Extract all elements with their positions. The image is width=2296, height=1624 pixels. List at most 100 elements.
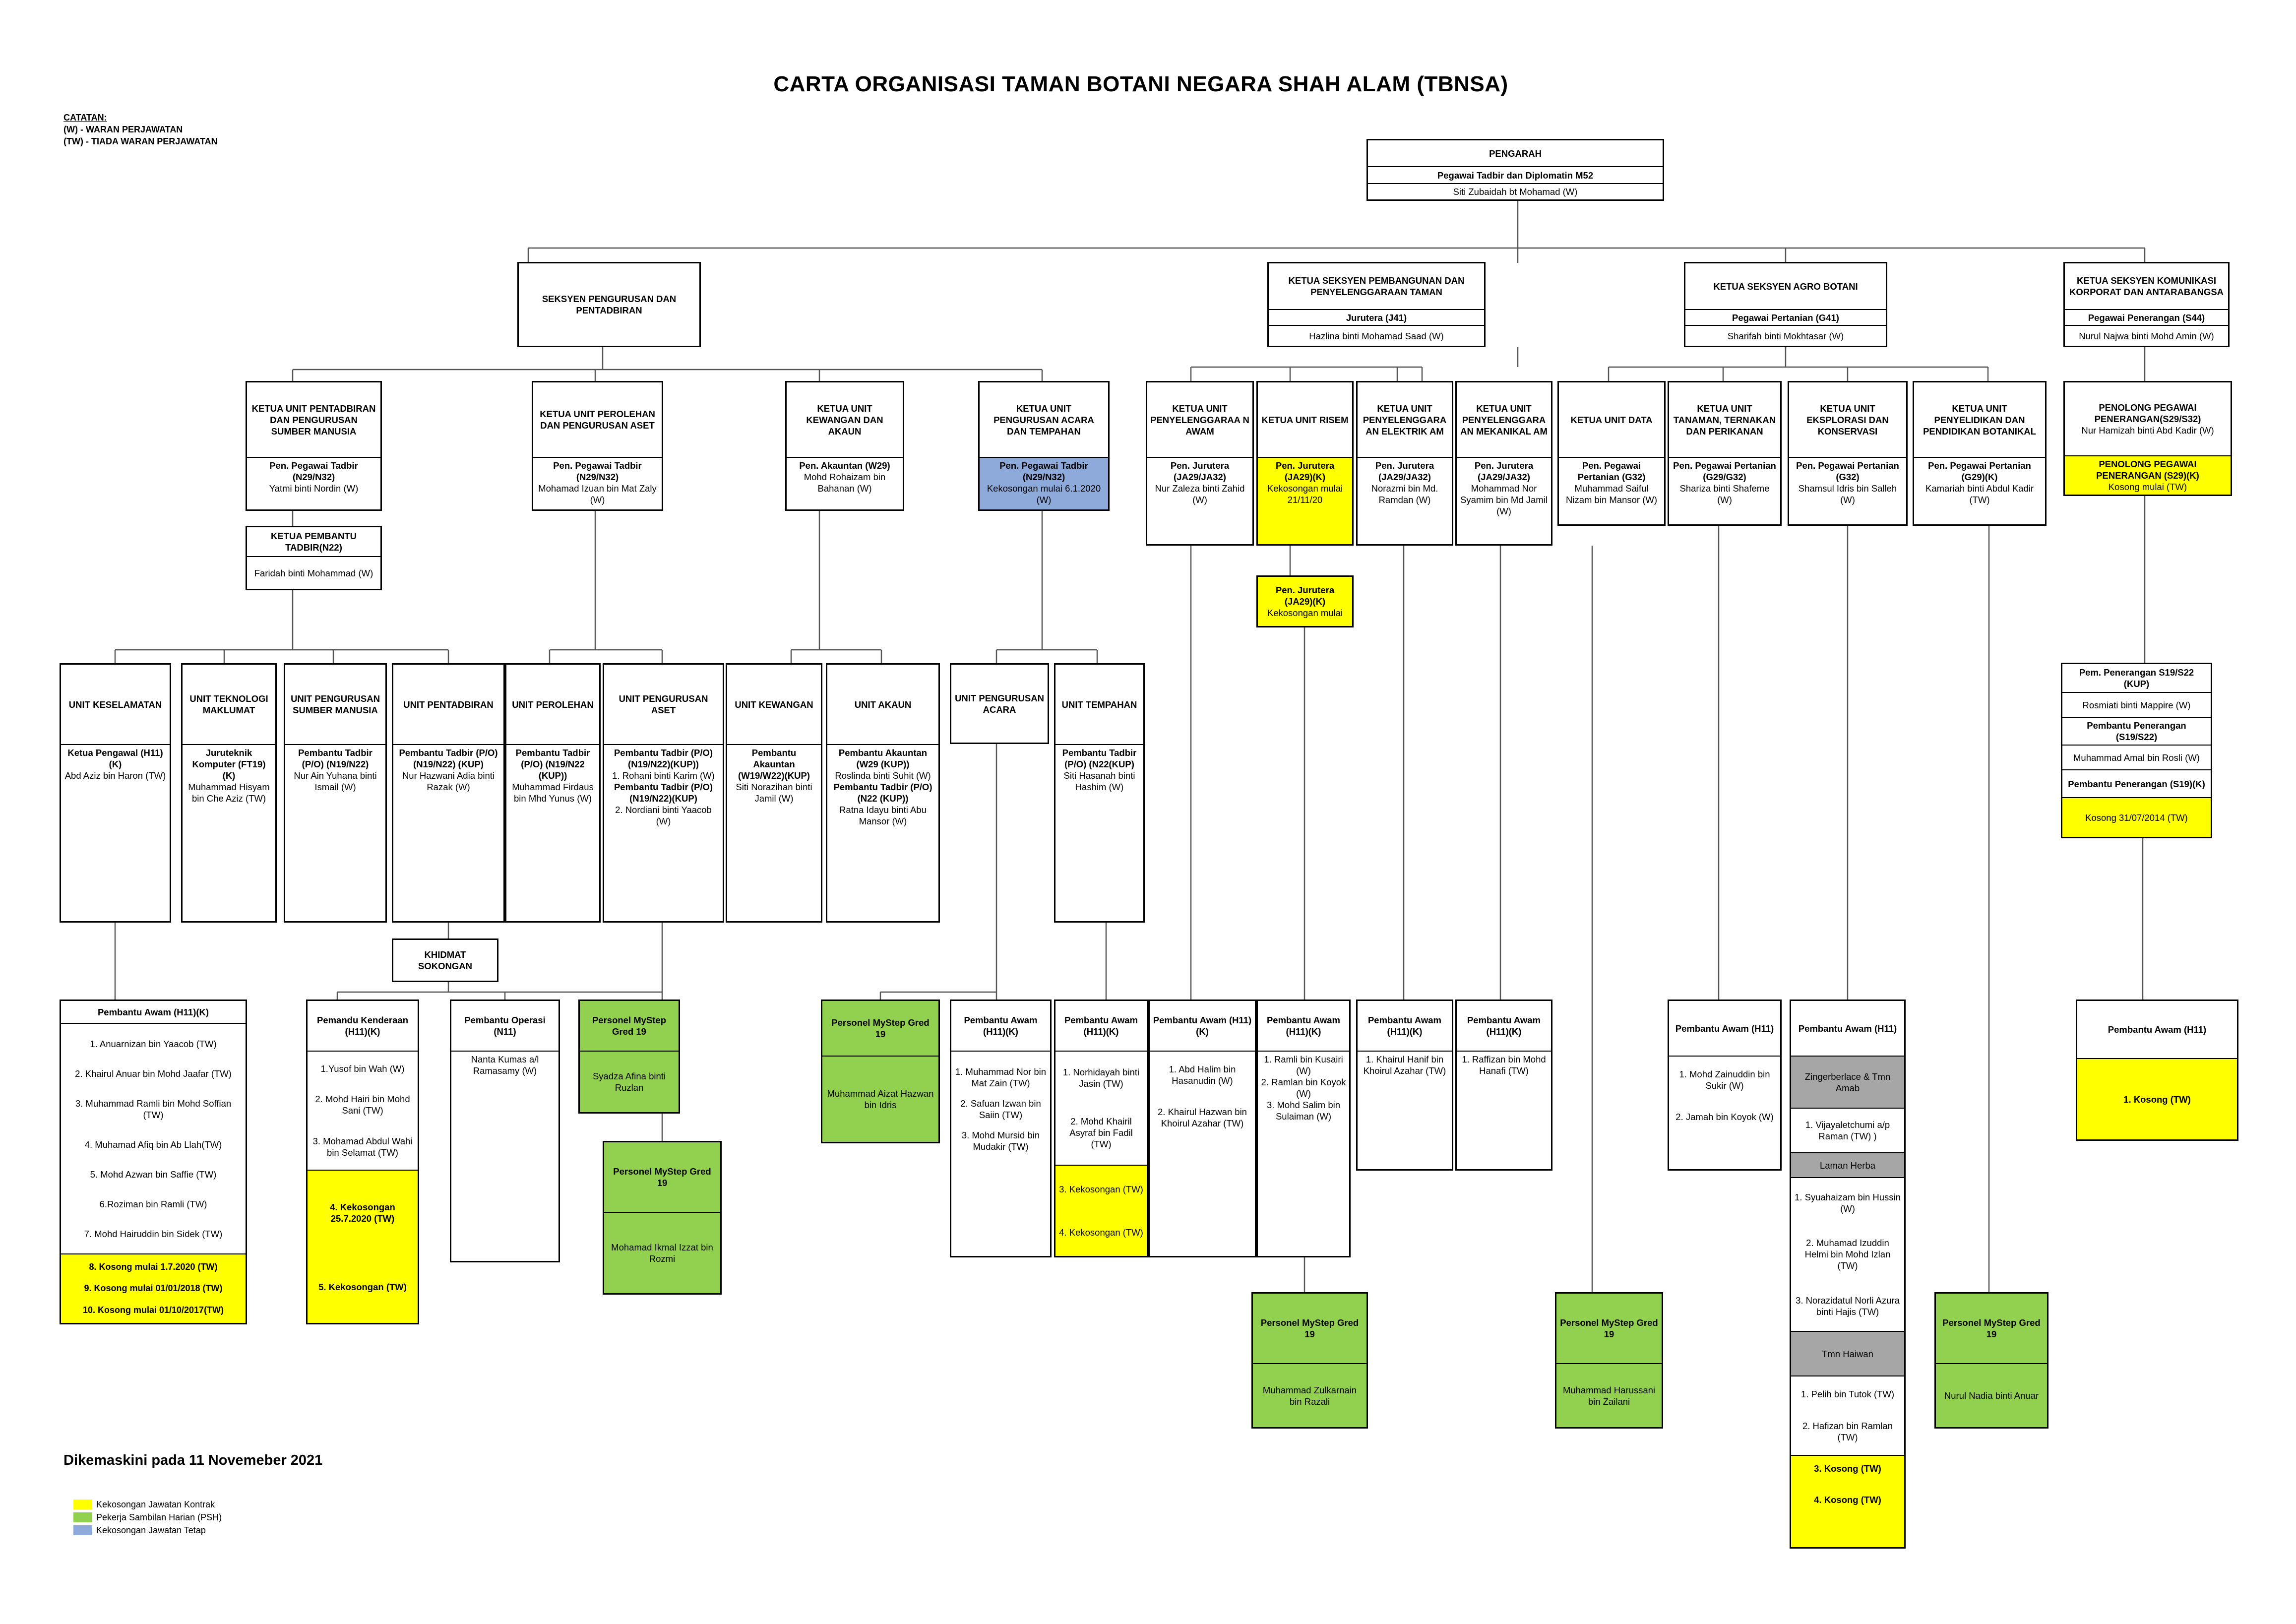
box-title: Personel MyStep Gred 19	[831, 1017, 930, 1039]
notes: CATATAN: (W) - WARAN PERJAWATAN (TW) - T…	[63, 112, 218, 147]
ketua-unit-mekanikal-box: KETUA UNIT PENYELENGGARA AN MEKANIKAL AM…	[1455, 381, 1552, 546]
unit-keselamatan-box: UNIT KESELAMATAN Ketua Pengawal (H11) (K…	[60, 663, 171, 923]
box-title: SEKSYEN PENGURUSAN DAN PENTADBIRAN	[542, 294, 677, 315]
box-title: Pembantu Awam (H11)(K)	[1467, 1015, 1541, 1037]
box-body: Pen. Jurutera (JA29/JA32) Mohammad Nor S…	[1457, 457, 1551, 544]
box-name: Ratna Idayu binti Abu Mansor (W)	[839, 805, 927, 826]
box-name: Hazlina binti Mohamad Saad (W)	[1269, 325, 1484, 346]
box-name: Muhammad Aizat Hazwan bin Idris	[822, 1056, 938, 1142]
box-grade: Pen. Pegawai Tadbir (N29/N32)	[999, 460, 1088, 482]
haiwan-header: Tmn Haiwan	[1791, 1331, 1904, 1375]
seksyen-pembangunan-box: KETUA SEKSYEN PEMBANGUNAN DAN PENYELENGG…	[1267, 262, 1486, 347]
box-title: UNIT PENTADBIRAN	[403, 699, 494, 710]
box-grade: Pegawai Pertanian (G41)	[1685, 309, 1886, 325]
box-grade: Juruteknik Komputer (FT19) (K)	[192, 748, 266, 781]
box-name: Siti Zubaidah bt Mohamad (W)	[1368, 183, 1663, 199]
penerangan-stack-box: Pem. Penerangan S19/S22 (KUP) Rosmiati b…	[2061, 663, 2212, 838]
box-title: Pembantu Awam (H11)(K)	[1153, 1015, 1252, 1037]
staff-list: 1. Norhidayah binti Jasin (TW) 2. Mohd K…	[1055, 1051, 1147, 1165]
staff-item: 1.Yusof bin Wah (W)	[320, 1063, 405, 1074]
legend-swatch	[73, 1525, 92, 1535]
staff-item: 6.Roziman bin Ramli (TW)	[99, 1198, 207, 1209]
box-grade: Pembantu Tadbir (P/O) (N19/N22)	[298, 748, 372, 769]
box-title: KETUA UNIT PENYELIDIKAN DAN PENDIDIKAN B…	[1923, 403, 2036, 437]
vacant-item: 9. Kosong mulai 01/01/2018 (TW)	[84, 1283, 223, 1294]
box-name: Nurul Nadia binti Anuar	[1936, 1363, 2047, 1427]
box-body: Pembantu Akauntan (W29 (KUP)) Roslinda b…	[827, 744, 938, 921]
seksyen-komunikasi-box: KETUA SEKSYEN KOMUNIKASI KORPORAT DAN AN…	[2063, 262, 2230, 347]
unit-pentadbiran-box: UNIT PENTADBIRAN Pembantu Tadbir (P/O) (…	[392, 663, 505, 923]
box-name: 2. Nordiani binti Yaacob (W)	[615, 805, 712, 826]
staff-item: 7. Mohd Hairuddin bin Sidek (TW)	[84, 1228, 223, 1239]
pen-jurutera-risem-box: Pen. Jurutera (JA29)(K) Kekosongan mulai	[1256, 575, 1354, 627]
staff-list: 1. Syuahaizam bin Hussin (W) 2. Muhamad …	[1791, 1177, 1904, 1331]
updated-date: Dikemaskini pada 11 Novemeber 2021	[63, 1452, 323, 1468]
legend-swatch	[73, 1512, 92, 1522]
box-title: UNIT PENGURUSAN ACARA	[955, 692, 1044, 715]
ketua-unit-awam-box: KETUA UNIT PENYELENGGARAA N AWAM Pen. Ju…	[1146, 381, 1254, 546]
vacant-item: 5. Kekosongan (TW)	[318, 1281, 407, 1292]
box-title: KETUA UNIT PEROLEHAN DAN PENGURUSAN ASET	[540, 409, 655, 431]
box-title: Pembantu Operasi (N11)	[464, 1015, 546, 1037]
box-grade: Pen. Pegawai Tadbir (N29/N32)	[269, 460, 358, 482]
box-grade: Pegawai Tadbir dan Diplomatin M52	[1368, 166, 1663, 183]
unit-teknologi-box: UNIT TEKNOLOGI MAKLUMAT Juruteknik Kompu…	[181, 663, 277, 923]
box-title: KETUA UNIT PENYELENGGARAA N AWAM	[1150, 403, 1249, 437]
staff-item: 1. Abd Halim bin Hasanudin (W)	[1169, 1064, 1236, 1086]
box-grade: Pembantu Tadbir (P/O) (N19/N22 (KUP))	[515, 748, 590, 781]
box-grade: Pen. Jurutera (JA29)(K)	[1275, 585, 1335, 607]
box-body: Pen. Jurutera (JA29)(K) Kekosongan mulai	[1258, 577, 1352, 626]
chart-title: CARTA ORGANISASI TAMAN BOTANI NEGARA SHA…	[773, 72, 1508, 96]
mystep-penyelidikan-box: Personel MyStep Gred 19 Nurul Nadia bint…	[1934, 1292, 2048, 1429]
box-name: Norazmi bin Md. Ramdan (W)	[1371, 483, 1438, 505]
legend-item: Kekosongan Jawatan Kontrak	[73, 1498, 222, 1511]
unit-tempahan-box: UNIT TEMPAHAN Pembantu Tadbir (P/O) (N22…	[1054, 663, 1145, 923]
vacant-list: 8. Kosong mulai 1.7.2020 (TW) 9. Kosong …	[61, 1253, 246, 1323]
vacant-item: 1. Kosong (TW)	[2077, 1058, 2237, 1139]
box-name: Muhammad Harussani bin Zailani	[1556, 1363, 1662, 1427]
ketua-unit-tanaman-box: KETUA UNIT TANAMAN, TERNAKAN DAN PERIKAN…	[1668, 381, 1782, 526]
staff-item: 2. Hafizan bin Ramlan (TW)	[1802, 1420, 1893, 1442]
box-title: Personel MyStep Gred 19	[1942, 1317, 2041, 1339]
stack-name: Muhammad Amal bin Rosli (W)	[2062, 745, 2211, 769]
box-title: UNIT KESELAMATAN	[68, 699, 162, 710]
box-title: Personel MyStep Gred 19	[613, 1166, 711, 1188]
box-name: Kosong mulai (TW)	[2108, 482, 2187, 492]
box-title: Pembantu Awam (H11)(K)	[1367, 1015, 1442, 1037]
legend-item: Pekerja Sambilan Harian (PSH)	[73, 1511, 222, 1524]
notes-waran: (W) - WARAN PERJAWATAN	[63, 125, 183, 134]
box-title: UNIT PENGURUSAN ASET	[619, 693, 708, 715]
box-title: KETUA PEMBANTU TADBIR(N22)	[270, 531, 357, 553]
box-title: Personel MyStep Gred 19	[1260, 1317, 1359, 1339]
unit-kewangan-box: UNIT KEWANGAN Pembantu Akauntan (W19/W22…	[726, 663, 822, 923]
box-title: PENOLONG PEGAWAI PENERANGAN (S29)(K)	[2096, 459, 2199, 481]
box-name: Kamariah binti Abdul Kadir (TW)	[1925, 483, 2034, 505]
stack-vacant: Kosong 31/07/2014 (TW)	[2062, 797, 2211, 837]
pembantu-awam-acara-box: Pembantu Awam (H11)(K) 1. Muhammad Nor b…	[950, 999, 1052, 1257]
box-title: UNIT PENGURUSAN SUMBER MANUSIA	[291, 693, 380, 715]
staff-item: 1. Ramli bin Kusairi (W)	[1264, 1054, 1343, 1076]
staff-list: 1. Ramli bin Kusairi (W) 2. Ramlan bin K…	[1258, 1051, 1349, 1256]
pembantu-operasi-box: Pembantu Operasi (N11) Nanta Kumas a/l R…	[450, 999, 560, 1262]
mystep-risem-box: Personel MyStep Gred 19 Muhammad Zulkarn…	[1251, 1292, 1368, 1429]
box-name: Mohamad Ikmal Izzat bin Rozmi	[604, 1212, 720, 1293]
box-grade: Pen. Pegawai Tadbir (N29/N32)	[553, 460, 642, 482]
box-body: Ketua Pengawal (H11) (K) Abd Aziz bin Ha…	[61, 744, 170, 921]
staff-list: 1. Anuarnizan bin Yaacob (TW) 2. Khairul…	[61, 1023, 246, 1253]
box-body: Pembantu Tadbir (P/O) (N19/N22) (KUP) Nu…	[393, 744, 503, 921]
box-grade: Pembantu Tadbir (P/O) (N22 (KUP))	[833, 782, 932, 804]
box-name: Shamsul Idris bin Salleh (W)	[1798, 483, 1897, 505]
unit-perolehan-box: UNIT PEROLEHAN Pembantu Tadbir (P/O) (N1…	[505, 663, 601, 923]
box-title: Personel MyStep Gred 19	[592, 1015, 667, 1037]
ketua-unit-risem-box: KETUA UNIT RISEM Pen. Jurutera (JA29)(K)…	[1256, 381, 1354, 546]
mystep-data-box: Personel MyStep Gred 19 Muhammad Harussa…	[1555, 1292, 1663, 1429]
box-title: Pembantu Awam (H11)	[2108, 1024, 2207, 1035]
box-title: KETUA UNIT KEWANGAN DAN AKAUN	[806, 403, 883, 437]
box-name: Syadza Afina binti Ruzlan	[580, 1051, 679, 1112]
box-grade: Pembantu Tadbir (P/O) (N22(KUP)	[1062, 748, 1137, 769]
box-body: Pembantu Tadbir (P/O) (N19/N22 (KUP)) Mu…	[506, 744, 599, 921]
seksyen-agro-box: KETUA SEKSYEN AGRO BOTANI Pegawai Pertan…	[1684, 262, 1887, 347]
staff-item: 1. Anuarnizan bin Yaacob (TW)	[90, 1038, 217, 1049]
ketua-pembantu-tadbir-box: KETUA PEMBANTU TADBIR(N22) Faridah binti…	[246, 526, 382, 590]
box-name: Abd Aziz bin Haron (TW)	[64, 770, 166, 781]
